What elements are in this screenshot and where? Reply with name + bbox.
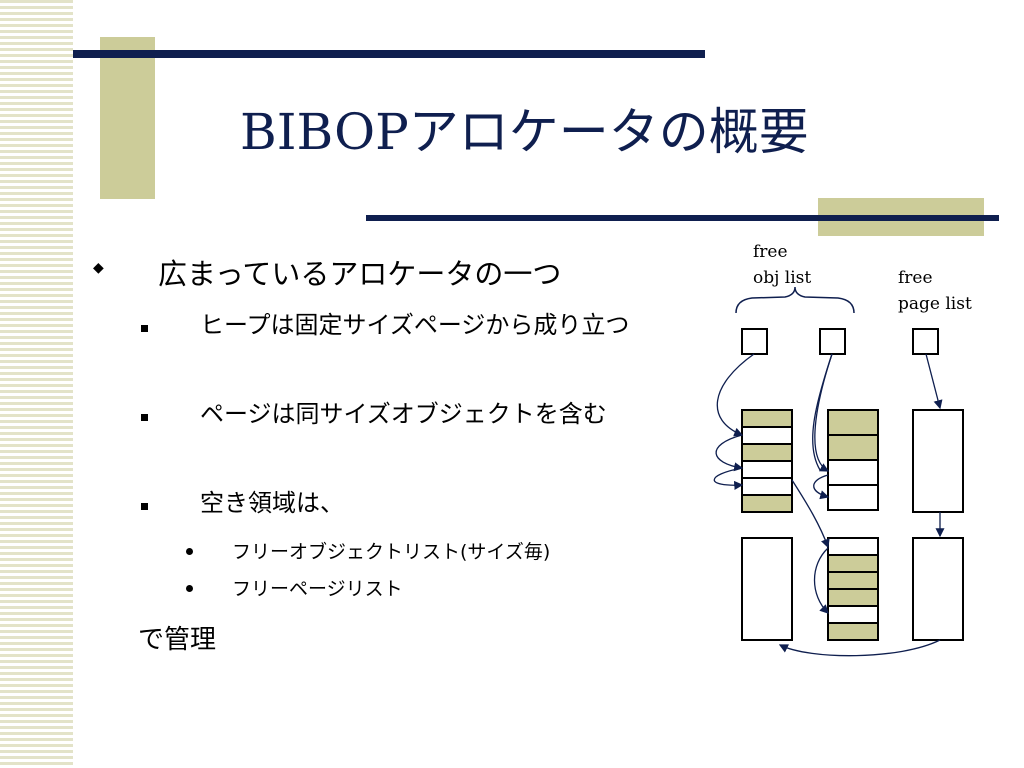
diamond-bullet-icon: ◆ bbox=[93, 260, 104, 276]
bullet-widespread-allocator: 広まっているアロケータの一つ bbox=[158, 257, 562, 291]
label-free-page-2: page list bbox=[898, 294, 972, 314]
dot-bullet-icon bbox=[186, 548, 193, 555]
square-bullet-icon bbox=[141, 325, 148, 332]
label-free-obj-2: obj list bbox=[753, 268, 811, 288]
title-accent-block bbox=[100, 37, 155, 199]
decorative-stripes bbox=[0, 0, 73, 768]
slide-title: BIBOPアロケータの概要 bbox=[240, 103, 809, 161]
page-2 bbox=[827, 409, 879, 511]
square-bullet-icon bbox=[141, 414, 148, 421]
label-free-obj-1: free bbox=[753, 242, 788, 262]
title-bottom-rule bbox=[366, 215, 999, 221]
bullet-free-page-list: フリーページリスト bbox=[232, 578, 403, 600]
free-obj-list-brace bbox=[735, 286, 855, 314]
page-3-free bbox=[912, 409, 964, 513]
dot-bullet-icon bbox=[186, 585, 193, 592]
page-6-free bbox=[912, 537, 964, 641]
bullet-heap-pages: ヒープは固定サイズページから成り立つ bbox=[200, 311, 630, 339]
bullet-page-objects: ページは同サイズオブジェクトを含む bbox=[200, 400, 607, 428]
square-bullet-icon bbox=[141, 503, 148, 510]
page-5 bbox=[827, 537, 879, 641]
closing-text: で管理 bbox=[138, 625, 217, 655]
page-4-free bbox=[741, 537, 793, 641]
label-free-page-1: free bbox=[898, 268, 933, 288]
free-obj-list-head bbox=[741, 328, 768, 355]
free-page-list-head bbox=[912, 328, 939, 355]
list-arrows bbox=[713, 353, 945, 657]
bullet-free-object-list: フリーオブジェクトリスト(サイズ毎) bbox=[232, 541, 551, 563]
title-top-rule bbox=[73, 50, 705, 58]
bibop-diagram: free obj list free page list bbox=[713, 242, 972, 657]
page-1 bbox=[741, 409, 793, 513]
bullet-free-space: 空き領域は、 bbox=[200, 489, 344, 517]
free-obj-list-head bbox=[819, 328, 846, 355]
